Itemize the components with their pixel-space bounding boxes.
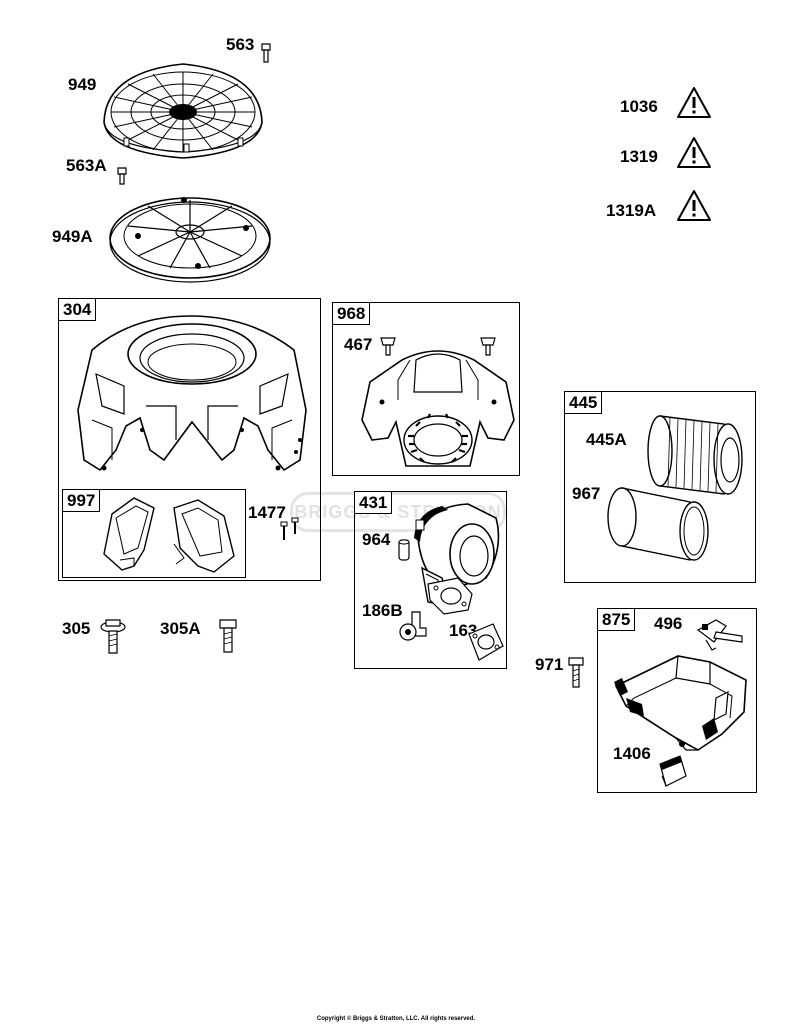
gasket-upper-icon bbox=[424, 576, 476, 616]
warning-triangle-icon bbox=[676, 189, 712, 223]
callout-1406: 1406 bbox=[613, 744, 651, 763]
sleeve-964-icon bbox=[397, 538, 411, 562]
air-cleaner-elbow-431 bbox=[414, 498, 504, 610]
box-431: 431 bbox=[354, 491, 507, 669]
box-875: 875 bbox=[597, 608, 757, 793]
box-label-445: 445 bbox=[564, 391, 603, 414]
screw-563a-icon bbox=[116, 168, 128, 186]
baffles-997 bbox=[94, 494, 242, 574]
box-997: 997 bbox=[62, 489, 246, 578]
air-filter-445a bbox=[640, 412, 752, 498]
callout-305a: 305A bbox=[160, 619, 201, 638]
box-label-875: 875 bbox=[597, 608, 636, 631]
callout-964: 964 bbox=[362, 530, 391, 549]
callout-445a: 445A bbox=[586, 430, 627, 449]
box-label-304: 304 bbox=[58, 298, 97, 321]
callout-1477: 1477 bbox=[248, 503, 286, 522]
cover-875 bbox=[614, 652, 752, 754]
callout-186b: 186B bbox=[362, 601, 403, 620]
blower-housing-304 bbox=[72, 310, 312, 482]
screw-971-icon bbox=[568, 656, 584, 690]
screws-1477-icon bbox=[280, 518, 300, 540]
callout-467: 467 bbox=[344, 335, 373, 354]
warning-triangle-icon bbox=[676, 86, 712, 120]
callout-1319: 1319 bbox=[620, 147, 658, 166]
callout-563: 563 bbox=[226, 35, 255, 54]
callout-563a: 563A bbox=[66, 156, 107, 175]
gasket-163-icon bbox=[465, 622, 505, 662]
screw-563-icon bbox=[260, 44, 272, 64]
bolt-305-icon bbox=[100, 616, 126, 656]
copyright-footer: Copyright © Briggs & Stratton, LLC. All … bbox=[316, 1016, 476, 1022]
warning-triangle-icon bbox=[676, 136, 712, 170]
knob-467b-icon bbox=[480, 336, 496, 356]
callout-967: 967 bbox=[572, 484, 601, 503]
breather-tube-186b-icon bbox=[398, 610, 430, 644]
pre-cleaner-967 bbox=[600, 484, 716, 564]
box-968: 968 bbox=[332, 302, 520, 476]
box-label-431: 431 bbox=[354, 491, 393, 514]
callout-971: 971 bbox=[535, 655, 564, 674]
air-cleaner-base-968 bbox=[358, 340, 518, 472]
bolt-305a-icon bbox=[218, 618, 238, 654]
box-label-997: 997 bbox=[62, 489, 101, 512]
box-304: 304 bbox=[58, 298, 321, 581]
callout-496: 496 bbox=[654, 614, 683, 633]
fuel-line-496-icon bbox=[694, 616, 748, 656]
callout-1036: 1036 bbox=[620, 97, 658, 116]
box-445: 445 bbox=[564, 391, 756, 583]
box-label-968: 968 bbox=[332, 302, 371, 325]
callout-949: 949 bbox=[68, 75, 97, 94]
callout-949a: 949A bbox=[52, 227, 93, 246]
callout-305: 305 bbox=[62, 619, 91, 638]
clamp-1406-icon bbox=[656, 754, 688, 790]
screen-mount-949a bbox=[108, 197, 272, 284]
knob-467-icon bbox=[380, 336, 396, 356]
rotating-screen-949 bbox=[98, 52, 268, 164]
callout-1319a: 1319A bbox=[606, 201, 657, 220]
